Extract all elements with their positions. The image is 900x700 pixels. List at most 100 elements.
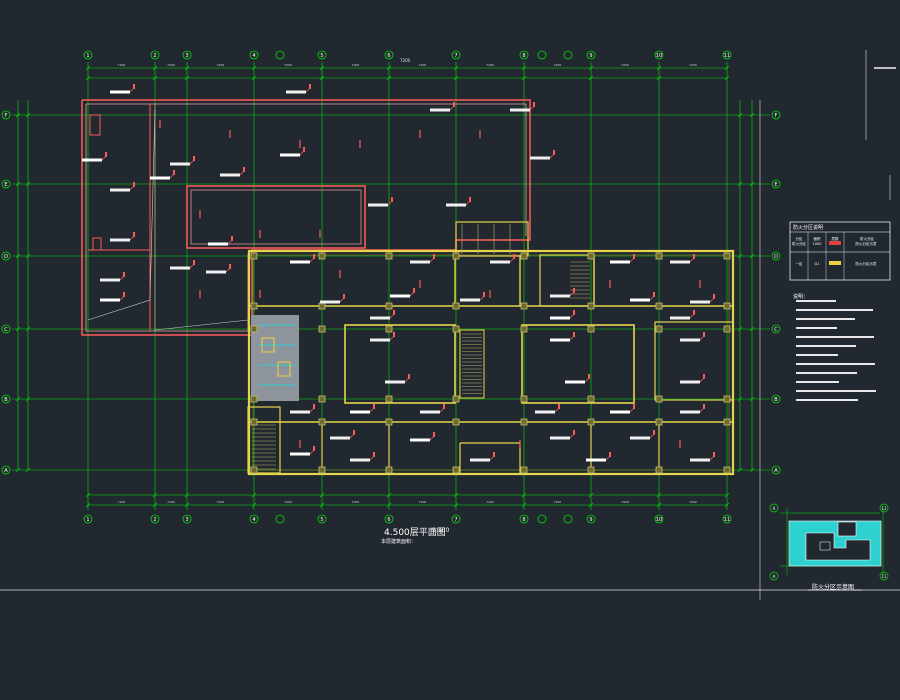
top-dimension: 7200 xyxy=(400,58,411,63)
marker xyxy=(573,288,575,293)
dimension-tick xyxy=(25,253,31,259)
grid-label: 1 xyxy=(86,517,89,523)
shaft xyxy=(89,114,101,136)
plan-annotations xyxy=(82,84,715,462)
grid-bubble xyxy=(1,179,11,189)
grid-label: B xyxy=(4,397,8,403)
notes-title: 说明： xyxy=(793,294,809,300)
grid-bubble xyxy=(182,514,192,524)
grid-bubble xyxy=(771,251,781,261)
room-tag xyxy=(680,380,700,384)
grid-label: 9 xyxy=(589,517,592,523)
dimension-tick xyxy=(25,396,31,402)
room-tag xyxy=(430,108,450,112)
room-tag xyxy=(690,458,710,462)
dimension-tick xyxy=(737,112,743,118)
grid-bubble xyxy=(771,324,781,334)
marker xyxy=(553,150,555,155)
legend-header: 分区 xyxy=(796,236,804,241)
column xyxy=(655,466,663,474)
fixture xyxy=(261,337,275,353)
grid-bubble xyxy=(519,514,529,524)
dimension-tick xyxy=(749,253,755,259)
marker xyxy=(693,254,695,259)
dimension-text: 7200 xyxy=(167,63,175,67)
marker xyxy=(573,332,575,337)
note-line xyxy=(796,381,839,383)
grid-bubble xyxy=(722,50,732,60)
grid-bubble xyxy=(275,50,285,60)
drawing-title: 4.500层平面图 xyxy=(384,528,446,538)
dimension-tick xyxy=(251,65,257,71)
room-tag xyxy=(330,436,350,440)
dimension-tick xyxy=(152,75,158,81)
column xyxy=(250,395,258,403)
marker xyxy=(609,452,611,457)
shaft xyxy=(92,237,102,251)
grid-bubble xyxy=(563,514,573,524)
grid-label: 8 xyxy=(522,53,525,59)
column xyxy=(452,302,460,310)
marker xyxy=(413,288,415,293)
legend-desc: 防火分区示意 xyxy=(856,241,877,246)
room-tag xyxy=(610,260,630,264)
grid-label: 11 xyxy=(724,53,730,59)
marker xyxy=(713,294,715,299)
column xyxy=(587,325,595,333)
column xyxy=(250,302,258,310)
key-bubble-label: 11 xyxy=(881,574,887,579)
dimension-text: 7200 xyxy=(554,63,562,67)
column xyxy=(250,418,258,426)
room-tag xyxy=(390,294,410,298)
room-tag xyxy=(680,338,700,342)
room-tag xyxy=(368,203,388,207)
grid-label: 5 xyxy=(320,53,323,59)
marker xyxy=(133,84,135,89)
legend-header: 层数 xyxy=(832,236,840,241)
grid-bubble xyxy=(586,514,596,524)
dimension-tick xyxy=(15,253,21,259)
column xyxy=(318,325,326,333)
room-tag xyxy=(110,238,130,242)
column xyxy=(318,252,326,260)
key-plan-title: 防火分区示意图 xyxy=(812,584,855,591)
marker xyxy=(133,182,135,187)
marker xyxy=(123,272,125,277)
legend-table xyxy=(789,221,891,281)
dimension-text: 7200 xyxy=(486,500,494,504)
column xyxy=(385,418,393,426)
room-tag xyxy=(286,90,306,94)
marker xyxy=(443,404,445,409)
column xyxy=(520,252,528,260)
dimension-tick xyxy=(152,502,158,508)
column xyxy=(587,418,595,426)
dimension-tick xyxy=(656,75,662,81)
room-tag xyxy=(350,458,370,462)
marker xyxy=(633,254,635,259)
room-tag xyxy=(170,266,190,270)
dimension-text: 7200 xyxy=(284,63,292,67)
grid-bubble xyxy=(519,50,529,60)
dimension-text: 7200 xyxy=(689,500,697,504)
marker xyxy=(393,310,395,315)
note-line xyxy=(796,309,873,311)
grid-bubble xyxy=(249,514,259,524)
grid-label: E xyxy=(4,182,7,188)
marker xyxy=(573,310,575,315)
note-line xyxy=(796,354,838,356)
dimension-tick xyxy=(737,181,743,187)
key-bubble xyxy=(769,571,779,581)
column xyxy=(385,325,393,333)
column xyxy=(587,252,595,260)
grid-bubble xyxy=(537,514,547,524)
column xyxy=(655,325,663,333)
grid-bubble xyxy=(275,514,285,524)
room-tag xyxy=(410,438,430,442)
dimension-tick xyxy=(588,65,594,71)
dimension-text: 7200 xyxy=(621,500,629,504)
note-line xyxy=(796,318,855,320)
note-line xyxy=(796,345,856,347)
column xyxy=(452,418,460,426)
legend-title: 防火分区说明 xyxy=(793,225,824,231)
dimension-tick xyxy=(85,75,91,81)
